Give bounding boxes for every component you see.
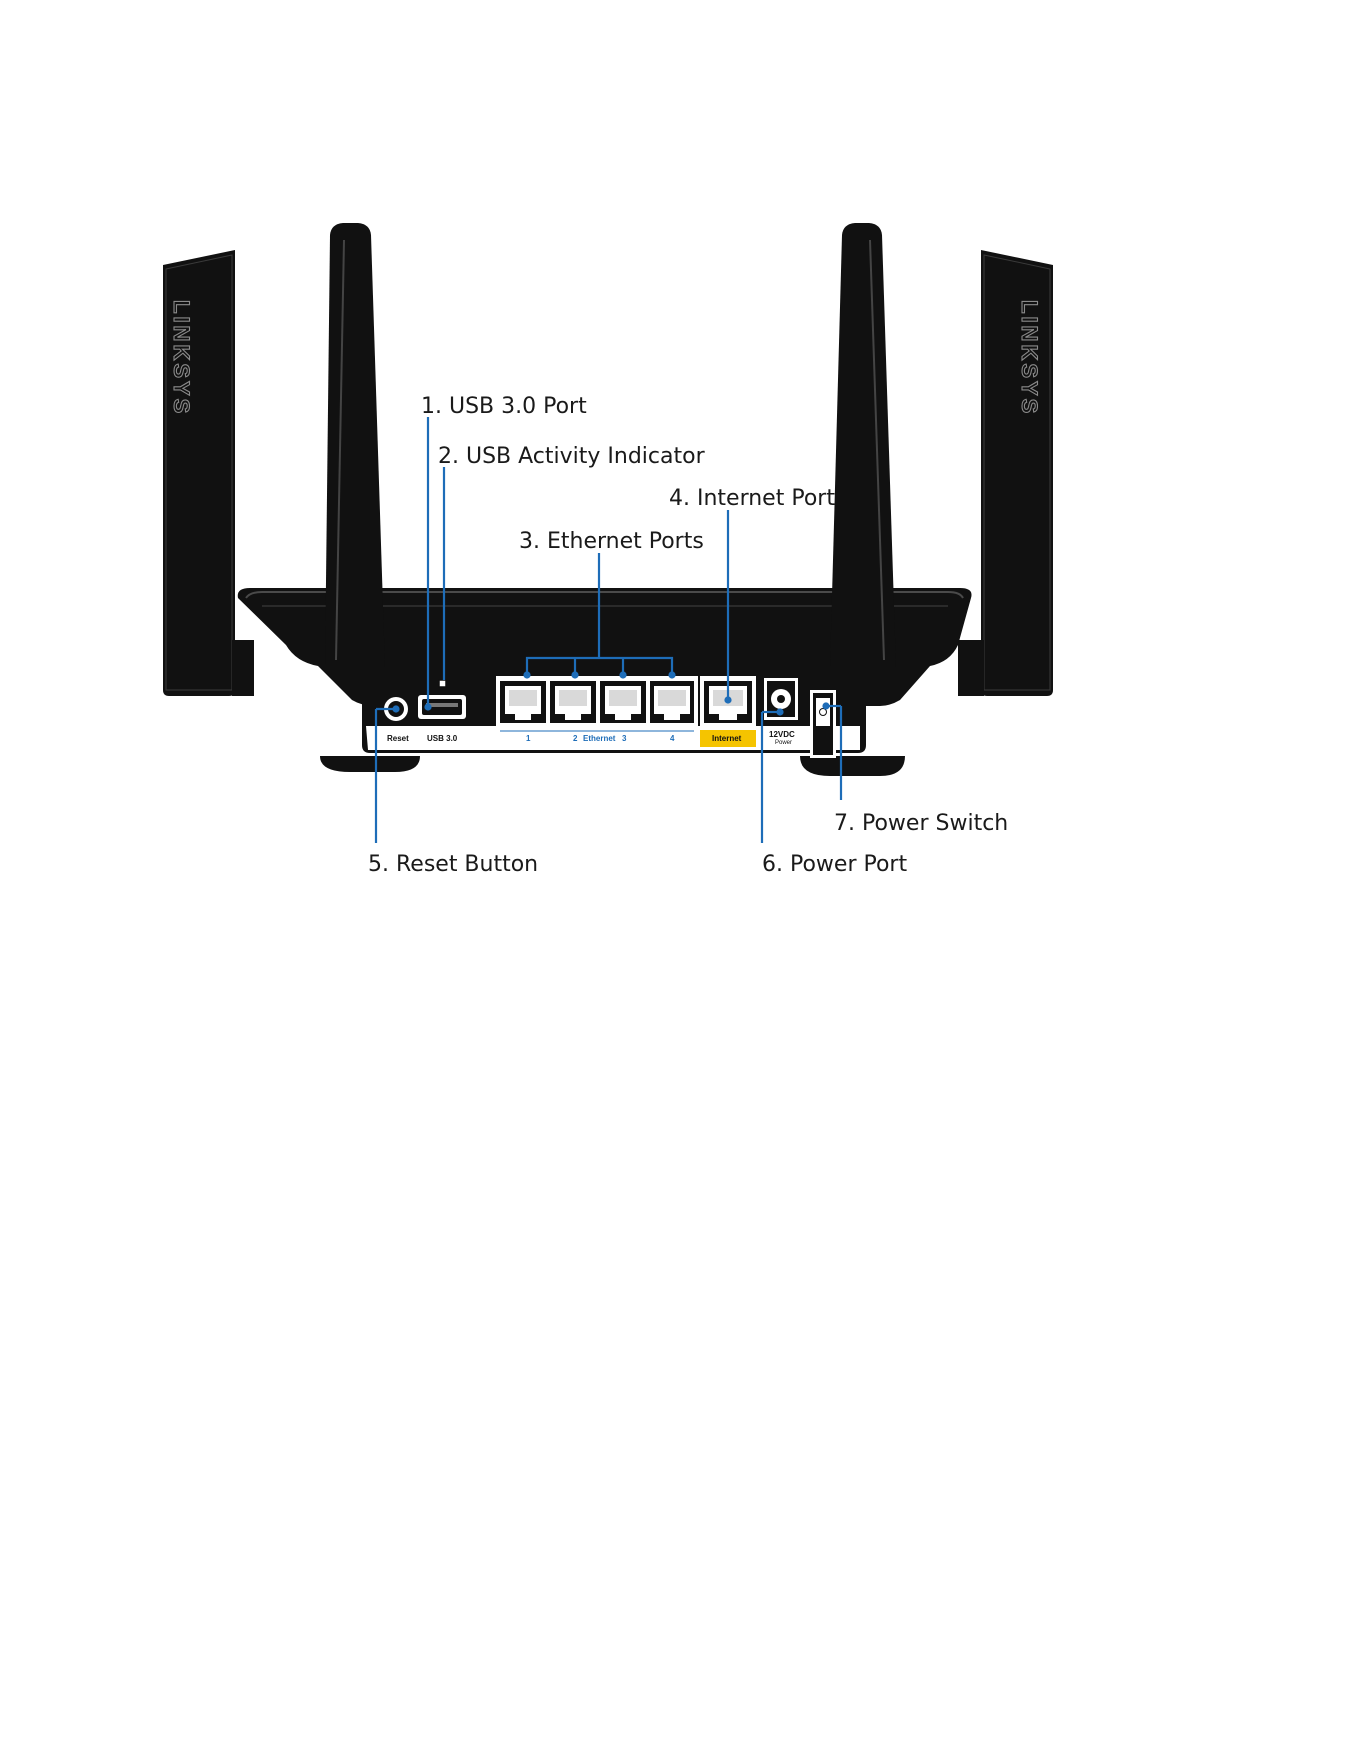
callout-power-port: 6. Power Port (762, 852, 907, 877)
panel-label-port-3: 3 (622, 734, 627, 743)
ethernet-port-2 (550, 681, 596, 723)
callout-reset-button: 5. Reset Button (368, 852, 538, 877)
usb-activity-indicator (439, 680, 446, 687)
left-stick-antenna (325, 223, 385, 668)
ethernet-port-4 (650, 681, 694, 723)
panel-label-port-1: 1 (526, 734, 531, 743)
ethernet-port-3 (600, 681, 646, 723)
power-switch (810, 690, 836, 758)
panel-label-port-2: 2 (573, 734, 578, 743)
panel-label-dc-voltage: 12VDC (769, 730, 795, 739)
panel-label-reset: Reset (387, 734, 409, 743)
callout-internet-port: 4. Internet Port (669, 486, 835, 511)
panel-label-dc-power: Power (775, 740, 792, 746)
panel-label-internet: Internet (712, 734, 742, 743)
right-antenna-brand-text: LINKSYS (1017, 300, 1042, 416)
callout-ethernet-ports: 3. Ethernet Ports (519, 529, 704, 554)
callout-usb-indicator: 2. USB Activity Indicator (438, 444, 706, 469)
left-antenna-brand-text: LINKSYS (169, 300, 194, 416)
ethernet-port-1 (500, 681, 546, 723)
panel-label-usb: USB 3.0 (427, 734, 458, 743)
panel-label-ethernet: Ethernet (583, 734, 616, 743)
callout-power-switch: 7. Power Switch (834, 811, 1008, 836)
right-flat-antenna: LINKSYS (981, 250, 1053, 696)
panel-label-port-4: 4 (670, 734, 675, 743)
right-stick-antenna (830, 223, 896, 668)
callout-usb-port: 1. USB 3.0 Port (421, 394, 587, 419)
left-flat-antenna: LINKSYS (163, 250, 235, 696)
